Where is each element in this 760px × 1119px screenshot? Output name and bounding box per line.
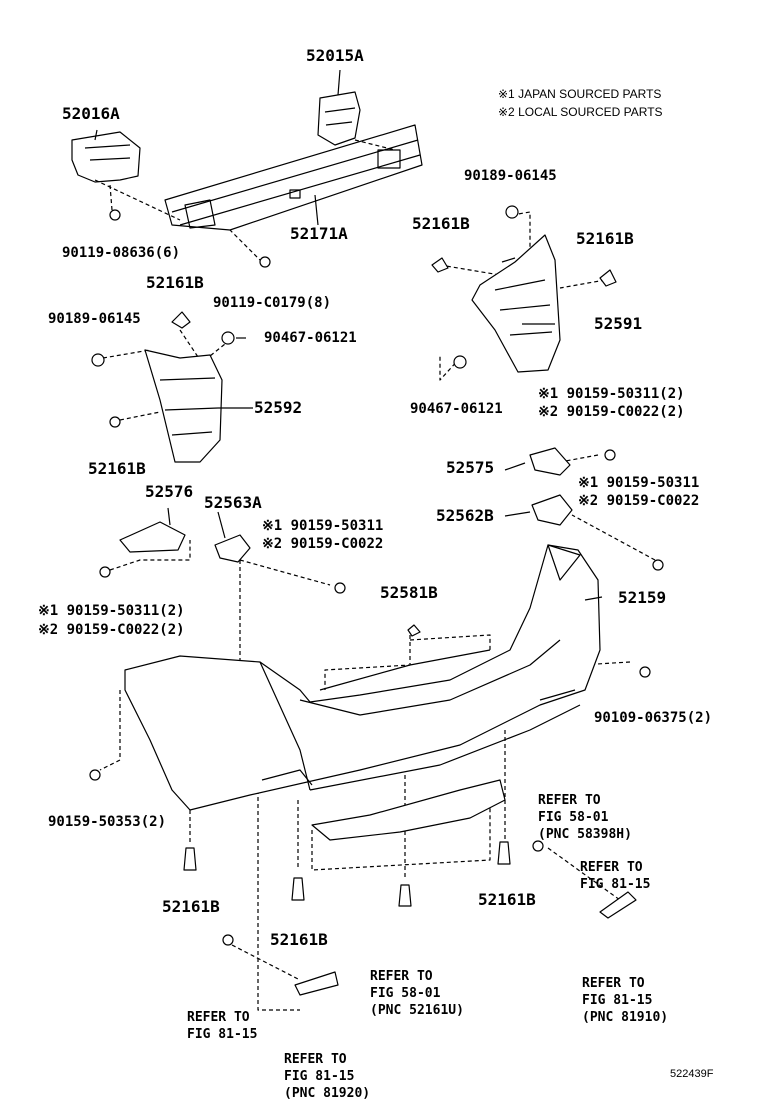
part-52563a: 52563A	[204, 493, 262, 512]
part-52016a: 52016A	[62, 104, 120, 123]
part-52563a-note-1: ※1 90159-50311	[262, 518, 384, 534]
part-52576: 52576	[145, 482, 194, 501]
nut-icon	[91, 353, 105, 367]
bolt-icon	[604, 449, 616, 461]
clip-icon	[407, 624, 421, 637]
side-support-52562b	[531, 494, 573, 526]
note-japan-sourced: ※1 JAPAN SOURCED PARTS	[498, 87, 662, 101]
part-52576-note-2: ※2 90159-C0022(2)	[38, 622, 185, 638]
part-52592: 52592	[254, 398, 303, 417]
push-clip-icon	[497, 841, 511, 865]
part-90109-06375: 90109-06375(2)	[594, 710, 713, 726]
part-52159: 52159	[618, 588, 667, 607]
part-90119-c0179: 90119-C0179(8)	[213, 295, 332, 311]
bolt-icon	[109, 416, 121, 428]
bolt-icon	[222, 934, 234, 946]
part-52161b: 52161B	[576, 229, 634, 248]
bracket-52015a	[317, 91, 361, 146]
bracket-52016a	[71, 131, 141, 183]
bolt-icon	[532, 840, 544, 852]
part-52562b-note-2: ※2 90159-C0022	[578, 493, 700, 509]
note-local-sourced: ※2 LOCAL SOURCED PARTS	[498, 105, 663, 119]
side-support-52575	[529, 447, 571, 476]
part-90119-08636: 90119-08636(6)	[62, 245, 181, 261]
part-90467-06121: 90467-06121	[410, 401, 503, 417]
side-support-52576	[119, 521, 186, 553]
diagram-id: 522439F	[670, 1068, 714, 1080]
part-52015a: 52015A	[306, 46, 364, 65]
nut-icon	[221, 331, 235, 345]
bumper-cover	[124, 544, 601, 811]
part-52591: 52591	[594, 314, 643, 333]
part-52161b: 52161B	[146, 273, 204, 292]
part-52161b: 52161B	[88, 459, 146, 478]
clip-icon	[599, 269, 617, 287]
bolt-icon	[99, 566, 111, 578]
part-52161b: 52161B	[270, 930, 328, 949]
part-90467-06121: 90467-06121	[264, 330, 357, 346]
side-retainer-52591	[471, 234, 561, 373]
clip-icon	[171, 311, 191, 329]
part-52575-note-2: ※2 90159-C0022(2)	[538, 404, 685, 420]
bolt-icon	[334, 582, 346, 594]
part-52171a: 52171A	[290, 224, 348, 243]
part-52575-note-1: ※1 90159-50311(2)	[538, 386, 685, 402]
part-52563a-note-2: ※2 90159-C0022	[262, 536, 384, 552]
part-52562b-note-1: ※1 90159-50311	[578, 475, 700, 491]
part-52161b: 52161B	[162, 897, 220, 916]
push-clip-icon	[291, 877, 305, 901]
lower-cover	[311, 779, 506, 841]
part-52562b: 52562B	[436, 506, 494, 525]
push-clip-icon	[398, 884, 412, 907]
part-52576-note-1: ※1 90159-50311(2)	[38, 603, 185, 619]
reflector-left	[294, 971, 339, 996]
bolt-icon	[652, 559, 664, 571]
bolt-icon	[89, 769, 101, 781]
part-52575: 52575	[446, 458, 495, 477]
bumper-reinforcement-beam	[164, 124, 423, 231]
clip-icon	[431, 257, 449, 273]
push-clip-icon	[183, 847, 197, 871]
side-retainer-52592	[144, 349, 223, 463]
part-90189-06145: 90189-06145	[48, 311, 141, 327]
bolt-icon	[259, 256, 271, 268]
part-90189-06145: 90189-06145	[464, 168, 557, 184]
nut-icon	[505, 205, 519, 219]
part-52581b: 52581B	[380, 583, 438, 602]
part-90159-50353: 90159-50353(2)	[48, 814, 167, 830]
part-52161b: 52161B	[412, 214, 470, 233]
part-52161b: 52161B	[478, 890, 536, 909]
nut-icon	[453, 355, 467, 369]
bolt-icon	[109, 209, 121, 221]
side-support-52563a	[214, 534, 251, 563]
bolt-icon	[639, 666, 651, 678]
reflector-right	[599, 891, 637, 919]
